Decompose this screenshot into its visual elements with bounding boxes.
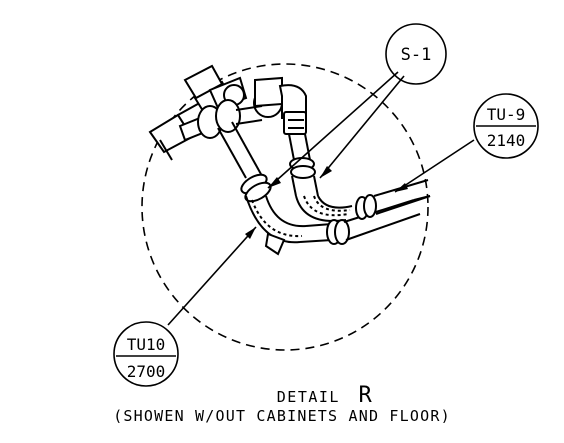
detail-boundary-circle <box>141 63 429 351</box>
right-riser <box>288 133 319 197</box>
outlet-pipes <box>326 179 431 245</box>
upper-left-fittings <box>148 64 283 161</box>
detail-title-prefix: DETAIL <box>277 388 340 406</box>
callout-tu10: TU10 2700 <box>113 321 179 387</box>
callout-tu10-bottom: 2700 <box>127 362 166 381</box>
left-bend <box>245 195 333 256</box>
upper-elbow <box>278 84 307 135</box>
detail-caption: DETAIL R (SHOWEN W/OUT CABINETS AND FLOO… <box>113 383 451 425</box>
callout-s1-label: S-1 <box>401 45 432 65</box>
right-bend <box>295 195 353 222</box>
callout-tu9: TU-9 2140 <box>473 93 539 159</box>
leader-lines <box>167 71 475 326</box>
left-riser <box>217 121 272 203</box>
callout-tu9-bottom: 2140 <box>487 131 526 150</box>
detail-title: DETAIL R <box>277 383 373 408</box>
callout-tu9-top: TU-9 <box>487 105 526 124</box>
detail-subtitle: (SHOWEN W/OUT CABINETS AND FLOOR) <box>113 407 451 425</box>
callout-tu10-top: TU10 <box>127 335 166 354</box>
callout-s1: S-1 <box>385 23 447 85</box>
detail-title-letter: R <box>358 383 373 408</box>
pipe-assembly <box>148 64 431 256</box>
